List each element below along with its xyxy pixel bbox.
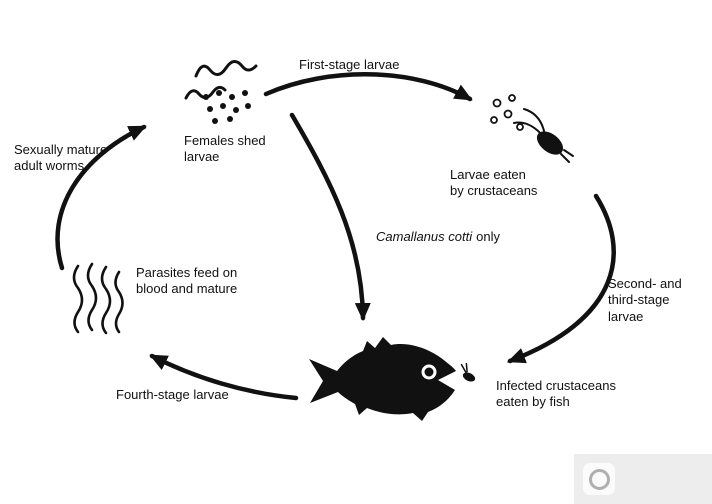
arrow-maturation [55, 124, 147, 271]
label-line: adult worms [14, 158, 85, 174]
arrow-camallanus-direct [289, 112, 371, 321]
watermark-glyph-icon [588, 468, 610, 490]
juvenile-worms-icon [72, 262, 124, 335]
label-line: Second- and [608, 276, 682, 291]
label-line: blood and mature [136, 281, 238, 297]
small-copepod-icon [460, 362, 476, 382]
label-line: Infected crustaceans [496, 378, 616, 393]
label-fourth-stage-larvae: Fourth-stage larvae [116, 387, 229, 403]
label-second-third-stage-larvae: Second- and third-stage larvae [608, 276, 682, 325]
shed-larvae-dots-icon [203, 90, 251, 124]
species-name: Camallanus cotti [376, 229, 473, 244]
label-line: eaten by fish [496, 394, 570, 410]
label-line: Parasites feed on [136, 265, 238, 280]
label-females-shed-larvae: Females shed larvae [184, 133, 266, 166]
label-line: First-stage larvae [299, 57, 400, 72]
label-line: Larvae eaten [450, 167, 526, 182]
arrow-fourth-stage-larvae [149, 353, 299, 401]
label-sexually-mature-adult-worms: Sexually mature adult worms [14, 142, 107, 175]
label-line: only [476, 229, 500, 244]
label-line: Sexually mature [14, 142, 108, 157]
fish-eye [421, 364, 437, 380]
copepod-icon [513, 108, 574, 163]
arrow-second-third-stage [507, 193, 616, 364]
label-line: larvae [608, 308, 644, 324]
label-first-stage-larvae: First-stage larvae [299, 57, 399, 73]
label-line: larvae [184, 149, 220, 165]
watermark-logo-icon [583, 463, 615, 495]
cycle-arrows [55, 72, 616, 401]
watermark [574, 454, 712, 504]
label-parasites-feed: Parasites feed on blood and mature [136, 265, 237, 298]
fish-icon [309, 337, 456, 421]
label-infected-crustaceans-eaten: Infected crustaceans eaten by fish [496, 378, 616, 411]
label-line: Females shed [184, 133, 266, 148]
label-line: Fourth-stage larvae [116, 387, 229, 402]
label-line: by crustaceans [450, 183, 538, 199]
label-line: third-stage [608, 292, 670, 308]
label-larvae-eaten-by-crustaceans: Larvae eaten by crustaceans [450, 167, 537, 200]
arrow-first-stage-larvae [263, 72, 473, 102]
free-larvae-dots-icon [490, 94, 524, 131]
